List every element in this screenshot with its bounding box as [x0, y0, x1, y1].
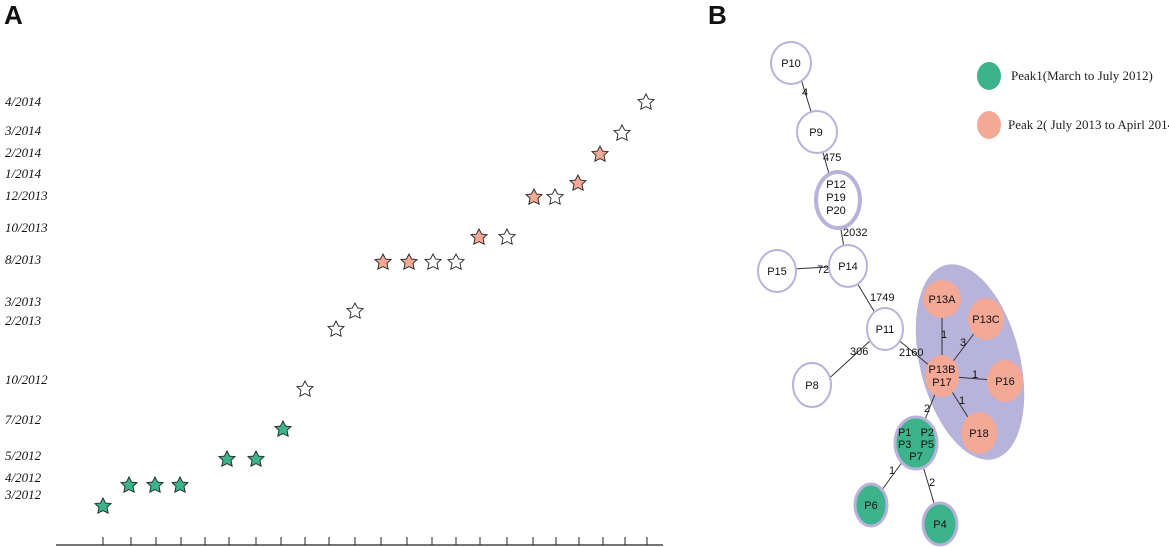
legend-swatch-peak2	[977, 111, 1001, 139]
edge-label: 475	[823, 152, 841, 164]
node-label: P4	[933, 519, 946, 531]
node-p13b-p17: P13B P17	[925, 355, 959, 397]
node-label: P8	[805, 380, 818, 392]
node-p13a: P13A	[923, 280, 961, 318]
edge-label: 1749	[870, 292, 894, 304]
star-peak1	[274, 420, 292, 437]
edge-labels: 4 475 2032 72 1749 306 2160 1 3 1 1 2 1 …	[802, 87, 978, 489]
y-label: 1/2014	[5, 166, 42, 181]
y-label: 10/2013	[5, 220, 48, 235]
node-p15: P15	[757, 249, 797, 293]
edge-label: 1	[941, 329, 947, 341]
y-label: 7/2012	[5, 412, 42, 427]
star-other	[346, 302, 364, 319]
star-peak2	[569, 174, 587, 191]
y-label: 3/2012	[4, 487, 42, 502]
node-label: P10	[781, 58, 801, 70]
star-other	[447, 253, 465, 270]
node-label: P13A	[929, 294, 957, 306]
star-peak1	[146, 476, 164, 493]
legend-swatch-peak1	[977, 62, 1001, 90]
star-other	[498, 228, 516, 245]
star-peak2	[591, 145, 609, 162]
y-label: 2/2013	[5, 313, 42, 328]
node-p18: P18	[961, 412, 997, 454]
star-other	[546, 188, 564, 205]
star-other	[637, 93, 655, 110]
node-label: P1 P2	[898, 427, 934, 439]
edge-label: 1	[889, 465, 895, 477]
y-label: 5/2012	[5, 448, 42, 463]
edge-label: 2	[929, 477, 935, 489]
panel-b-label: B	[708, 0, 727, 30]
node-label: P20	[826, 205, 846, 217]
star-peak1	[247, 450, 265, 467]
star-other	[327, 320, 345, 337]
edge-label: 2	[924, 403, 930, 415]
edge-label: 2032	[843, 227, 867, 239]
edge-label: 4	[802, 87, 808, 99]
node-label: P13B	[929, 364, 956, 376]
star-other	[424, 253, 442, 270]
edge-label: 1	[959, 395, 965, 407]
y-label: 3/2014	[4, 123, 42, 138]
node-p1-p2-p3-p5-p7: P1 P2 P3 P5 P7	[893, 415, 939, 471]
y-label: 3/2013	[4, 294, 42, 309]
node-label: P11	[876, 324, 895, 336]
y-axis-labels: 4/2014 3/2014 2/2014 1/2014 12/2013 10/2…	[4, 94, 48, 502]
y-label: 4/2012	[5, 470, 42, 485]
star-peak1	[171, 476, 189, 493]
star-peak1	[218, 450, 236, 467]
node-label: P7	[909, 451, 922, 463]
node-p4: P4	[921, 501, 959, 547]
edge-label: 72	[817, 264, 829, 276]
star-peak1	[94, 497, 112, 514]
node-p13c: P13C	[968, 298, 1004, 340]
y-label: 12/2013	[5, 188, 48, 203]
timeline-stars	[94, 93, 655, 514]
x-axis-ticks	[102, 537, 648, 545]
y-label: 4/2014	[5, 94, 42, 109]
panel-a-label: A	[4, 0, 23, 30]
node-label: P16	[995, 376, 1015, 388]
edge-label: 2160	[899, 347, 923, 359]
node-p6: P6	[853, 482, 889, 528]
node-p16: P16	[987, 360, 1023, 402]
node-label: P18	[969, 428, 989, 440]
edge-label: 3	[960, 337, 966, 349]
legend-label-peak1: Peak1(March to July 2012)	[1011, 68, 1153, 83]
legend: Peak1(March to July 2012) Peak 2( July 2…	[977, 62, 1169, 139]
node-label: P6	[864, 500, 877, 512]
y-label: 8/2013	[5, 252, 42, 267]
node-p14: P14	[828, 244, 868, 288]
node-p12-p19-p20: P12 P19 P20	[814, 170, 862, 230]
y-label: 2/2014	[5, 145, 42, 160]
y-label: 10/2012	[5, 372, 48, 387]
node-label: P13C	[972, 314, 1000, 326]
star-peak1	[120, 476, 138, 493]
node-p9: P9	[796, 110, 838, 154]
star-peak2	[470, 228, 488, 245]
node-p8: P8	[792, 362, 832, 408]
star-peak2	[400, 253, 418, 270]
node-p10: P10	[770, 41, 812, 85]
node-label: P14	[838, 261, 858, 273]
node-label: P12	[826, 179, 846, 191]
legend-label-peak2: Peak 2( July 2013 to Apirl 2014)	[1008, 117, 1169, 132]
star-other	[613, 124, 631, 141]
edge-label: 1	[972, 369, 978, 381]
node-label: P17	[932, 377, 952, 389]
star-peak2	[525, 188, 543, 205]
edge-label: 306	[850, 346, 868, 358]
node-label: P15	[767, 266, 787, 278]
node-label: P19	[826, 192, 846, 204]
star-peak2	[374, 253, 392, 270]
node-label: P3 P5	[898, 439, 934, 451]
node-p11: P11	[866, 307, 904, 351]
star-other	[296, 380, 314, 397]
node-label: P9	[809, 127, 822, 139]
